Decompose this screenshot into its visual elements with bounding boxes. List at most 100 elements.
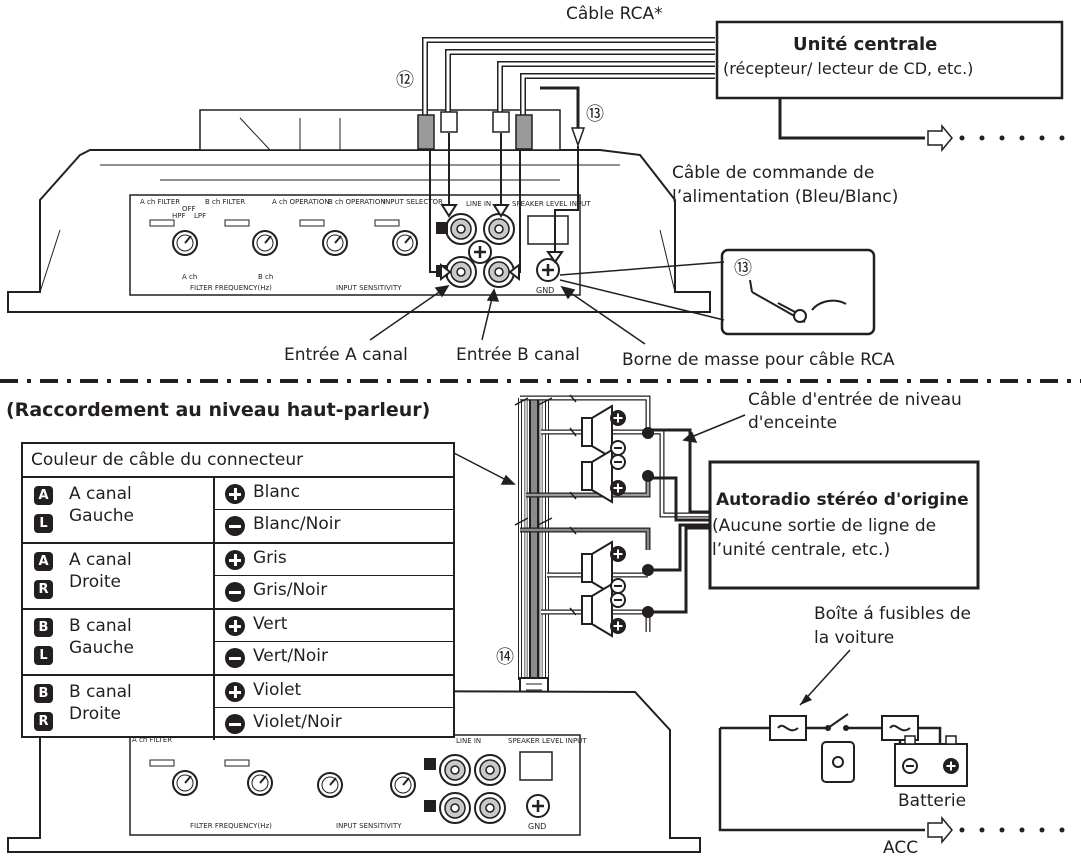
callout-13: ⑬	[586, 104, 604, 125]
plus-row: Violet	[215, 676, 453, 708]
fuse-left	[769, 715, 807, 741]
plus-color: Violet	[253, 680, 302, 700]
acc-arrow	[927, 815, 953, 845]
connection-arrows	[429, 133, 579, 282]
channel-label: A canal	[69, 484, 132, 504]
remote-cable	[778, 98, 925, 140]
minus-color: Gris/Noir	[253, 580, 328, 600]
minus-color: Blanc/Noir	[253, 514, 341, 534]
speaker-pointers	[451, 414, 746, 485]
plus-icon	[225, 550, 245, 570]
inset-leader	[559, 261, 725, 321]
fuse-pointer-head	[800, 694, 812, 705]
side-label: Gauche	[69, 506, 134, 526]
minus-icon	[225, 714, 245, 734]
remote-arrow	[927, 123, 953, 153]
table-group-a-left: A L A canal Gauche Blanc Blanc/Noir	[23, 478, 453, 544]
minus-icon	[225, 516, 245, 536]
amp-b-operation: B ch OPERATION	[328, 198, 386, 206]
speaker-cable-label-line2: d'enceinte	[748, 413, 838, 433]
ground-inset-box	[720, 248, 876, 336]
plus-color: Blanc	[253, 482, 300, 502]
side-badge: R	[34, 712, 53, 731]
fuse-right	[881, 715, 919, 741]
side-label: Droite	[69, 704, 121, 724]
amp-bottom-gnd: GND	[528, 822, 547, 831]
input-b-label: Entrée B canal	[456, 345, 580, 365]
input-a-label: Entrée A canal	[284, 345, 408, 365]
amp-input-sensitivity: INPUT SENSITIVITY	[336, 284, 402, 292]
side-label: Gauche	[69, 638, 134, 658]
table-group-a-right: A R A canal Droite Gris Gris/Noir	[23, 544, 453, 610]
minus-icon	[225, 582, 245, 602]
amp-line-in: LINE IN	[466, 200, 492, 208]
amp-a-operation: A ch OPERATION	[272, 198, 330, 206]
head-unit-box	[715, 20, 1064, 100]
oem-line1: (Aucune sortie de ligne de	[712, 516, 937, 536]
ground-inset-detail	[749, 279, 847, 323]
plus-row: Blanc	[215, 478, 453, 510]
minus-row: Blanc/Noir	[215, 510, 453, 541]
amp-input-selector: INPUT SELECTOR	[383, 198, 443, 206]
callout-12: ⑫	[396, 70, 414, 91]
plus-icon	[225, 484, 245, 504]
amp-ach: A ch	[182, 273, 198, 281]
amp-bottom-input-sensitivity: INPUT SENSITIVITY	[336, 822, 402, 830]
battery-label: Batterie	[898, 791, 967, 811]
side-badge: L	[34, 646, 53, 665]
amp-bottom-a-filter: A ch FILTER	[132, 736, 173, 744]
minus-row: Violet/Noir	[215, 708, 453, 739]
cable-color-table: Couleur de câble du connecteur A L A can…	[21, 442, 455, 740]
fuse-label-line2: la voiture	[814, 628, 895, 648]
ignition-switch	[821, 713, 855, 783]
amp-filter-frequency: FILTER FREQUENCY(Hz)	[190, 284, 272, 292]
table-group-b-left: B L B canal Gauche Vert Vert/Noir	[23, 610, 453, 676]
channel-label: A canal	[69, 550, 132, 570]
remote-dots	[959, 135, 1065, 141]
oem-title: Autoradio stéréo d'origine	[716, 490, 969, 510]
plus-color: Gris	[253, 548, 287, 568]
amp-bch: B ch	[258, 273, 274, 281]
label-pointers	[369, 284, 646, 345]
side-label: Droite	[69, 572, 121, 592]
channel-label: B canal	[69, 682, 132, 702]
side-badge: L	[34, 514, 53, 533]
rca-cable-label: Câble RCA*	[566, 4, 663, 24]
amplifier-top	[7, 109, 711, 313]
section-title: (Raccordement au niveau haut-parleur)	[6, 399, 431, 421]
oem-line2: l’unité centrale, etc.)	[712, 540, 891, 560]
minus-row: Vert/Noir	[215, 642, 453, 673]
oem-radio-box	[708, 460, 980, 590]
channel-badge: A	[34, 552, 53, 571]
acc-label: ACC	[883, 838, 919, 858]
minus-row: Gris/Noir	[215, 576, 453, 607]
amp-bottom-filter-frequency: FILTER FREQUENCY(Hz)	[190, 822, 272, 830]
fuse-pointer	[799, 649, 851, 706]
channel-badge: B	[34, 618, 53, 637]
speaker-wiring	[514, 394, 710, 680]
table-group-b-right: B R B canal Droite Violet Violet/Noir	[23, 676, 453, 740]
channel-label: B canal	[69, 616, 132, 636]
amp-bottom-speaker-input: SPEAKER LEVEL INPUT	[508, 737, 587, 745]
head-unit-subtitle: (récepteur/ lecteur de CD, etc.)	[723, 59, 974, 78]
side-badge: R	[34, 580, 53, 599]
plus-icon	[225, 682, 245, 702]
rca-cables	[422, 37, 715, 128]
amp-lpf: LPF	[194, 212, 207, 220]
plus-color: Vert	[253, 614, 288, 634]
channel-badge: A	[34, 486, 53, 505]
remote-label-line1: Câble de commande de	[672, 163, 875, 183]
rca-plugs	[417, 111, 586, 150]
amp-a-filter: A ch FILTER	[140, 198, 181, 206]
head-unit-title: Unité centrale	[793, 34, 938, 55]
minus-color: Violet/Noir	[253, 712, 342, 732]
speaker-cable-label-line1: Câble d'entrée de niveau	[748, 390, 962, 410]
amp-speaker-input: SPEAKER LEVEL INPUT	[512, 200, 591, 208]
minus-color: Vert/Noir	[253, 646, 328, 666]
callout-14: ⑭	[496, 647, 514, 668]
plus-row: Gris	[215, 544, 453, 576]
plus-row: Vert	[215, 610, 453, 642]
channel-badge: B	[34, 684, 53, 703]
plus-icon	[225, 616, 245, 636]
